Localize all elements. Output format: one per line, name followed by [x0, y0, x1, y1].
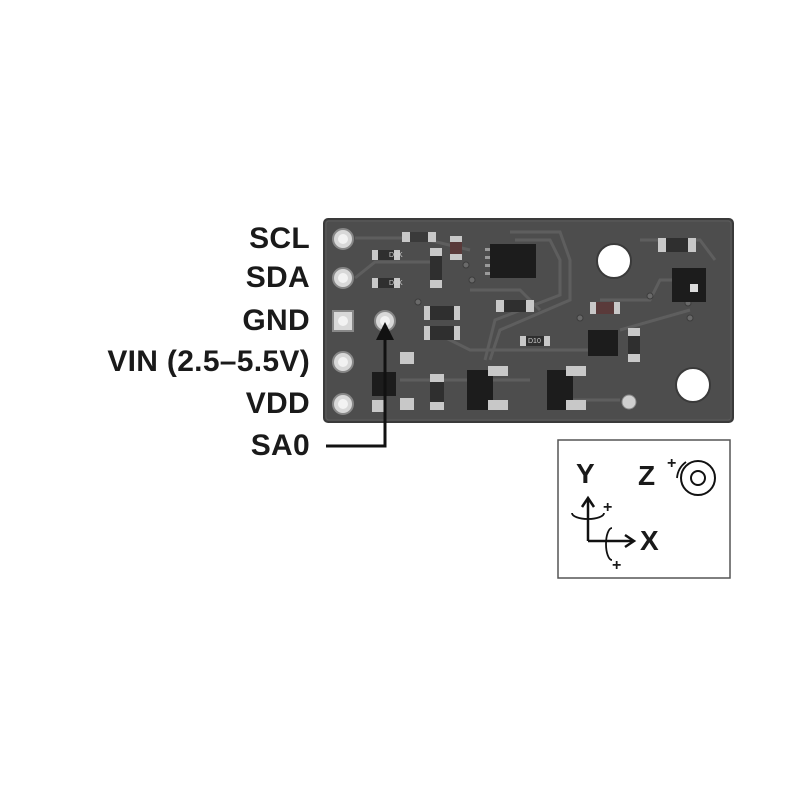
mounting-hole-top [596, 243, 632, 279]
sa0-pointer-arrow [326, 334, 387, 448]
x-axis-plus: + [612, 557, 622, 574]
mounting-hole-bottom [675, 367, 711, 403]
pin-label-vdd: VDD [245, 387, 310, 420]
sa0-arrowhead [376, 322, 394, 340]
silkscreen-label-1: D1K [389, 252, 403, 259]
z-axis-plus: + [667, 455, 677, 472]
x-rotation-arc [605, 527, 613, 561]
passive-components [372, 232, 696, 412]
x-axis-arrow [588, 533, 637, 549]
axis-legend-box [557, 439, 731, 579]
pin-label-sda: SDA [245, 261, 310, 294]
y-axis-plus: + [603, 499, 613, 516]
y-axis-label: Y [576, 458, 595, 489]
accel-chip [672, 268, 706, 302]
pcb-board [323, 218, 734, 423]
z-axis-icon-inner [690, 470, 706, 486]
z-axis-icon-outer [680, 460, 716, 496]
pin-label-gnd: GND [242, 304, 310, 337]
z-axis-label: Z [638, 460, 656, 491]
y-axis-arrow [580, 495, 596, 541]
x-axis-label: X [640, 525, 659, 556]
pin-label-vin: VIN (2.5–5.5V) [107, 345, 310, 378]
pin-pads [332, 228, 396, 415]
transistor-4 [588, 330, 618, 356]
y-rotation-arc [571, 512, 605, 520]
silkscreen-label-2: D1K [389, 280, 403, 287]
test-pad [621, 394, 637, 410]
pin-label-scl: SCL [249, 222, 310, 255]
pin-label-sa0: SA0 [250, 429, 310, 462]
silkscreen-label-3: D10 [528, 338, 541, 345]
sensor-chip [490, 244, 536, 278]
